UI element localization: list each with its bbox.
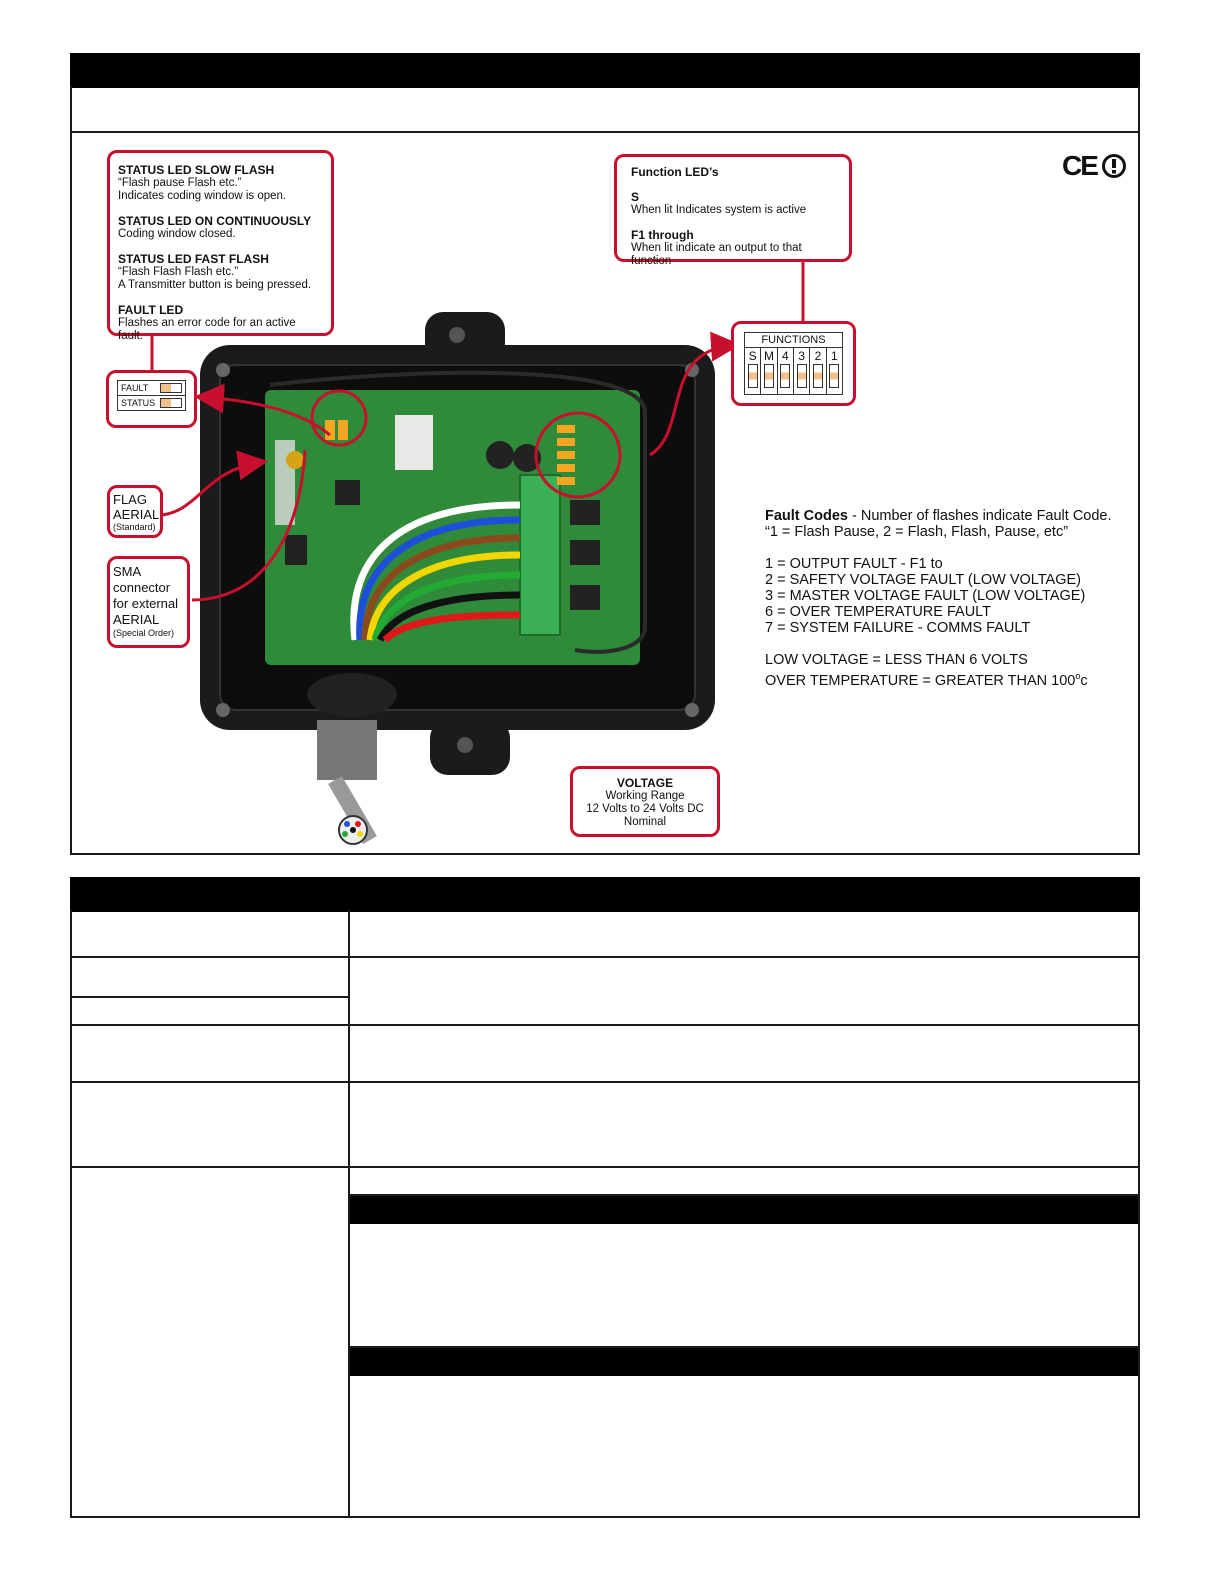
sma-line5: (Special Order) [113, 628, 175, 638]
fault-codes-block: Fault Codes - Number of flashes indicate… [765, 508, 1135, 689]
function-led-icon [780, 364, 791, 388]
sma-line2: connector [113, 580, 171, 595]
function-column-4: 4 [777, 348, 794, 395]
function-led-callout: Function LED’s S When lit Indicates syst… [614, 154, 852, 267]
slow-flash-title: STATUS LED SLOW FLASH [118, 163, 275, 177]
function-led-title: Function LED’s [631, 165, 719, 179]
fault-code-1: 1 = OUTPUT FAULT - F1 to [765, 556, 943, 572]
fault-led-line1: Flashes an error code for an active faul… [118, 317, 296, 342]
fault-codes-subtitle: “1 = Flash Pause, 2 = Flash, Flash, Paus… [765, 524, 1069, 540]
fault-code-6: 6 = OVER TEMPERATURE FAULT [765, 604, 992, 620]
f1-line: When lit indicate an output to that func… [631, 242, 802, 267]
function-led-icon [829, 364, 840, 388]
on-continuously-line1: Coding window closed. [118, 228, 236, 240]
table-cell-r6-sub1 [350, 1224, 1138, 1348]
legend-status-row: STATUS [117, 396, 186, 411]
function-column-1: 1 [826, 348, 843, 395]
controller-photo [200, 312, 715, 845]
low-voltage-note: LOW VOLTAGE = LESS THAN 6 VOLTS [765, 652, 1028, 668]
fault-code-3: 3 = MASTER VOLTAGE FAULT (LOW VOLTAGE) [765, 588, 1086, 604]
function-label: M [763, 349, 774, 363]
voltage-line2: 12 Volts to 24 Volts DC [586, 803, 704, 815]
s-title: S [631, 190, 640, 204]
sub-section-bar-2 [350, 1348, 1138, 1376]
slow-flash-line2: Indicates coding window is open. [118, 190, 287, 202]
function-label: 2 [814, 349, 822, 363]
table-cell-r5-value [350, 1083, 1138, 1168]
table-cell-r6-top [350, 1168, 1138, 1196]
slow-flash-line1: “Flash pause Flash etc.” [118, 177, 242, 189]
function-label: 4 [781, 349, 789, 363]
on-continuously-title: STATUS LED ON CONTINUOUSLY [118, 214, 312, 228]
table-cell-r4-value [350, 1026, 1138, 1083]
voltage-line3: Nominal [623, 816, 667, 828]
table-cell-r5-label [72, 1083, 350, 1168]
diagram-frame [70, 131, 1140, 855]
table-cell-r2-label [72, 958, 350, 998]
function-label: 3 [798, 349, 805, 363]
legend-fault-label: FAULT [121, 383, 149, 393]
fault-code-7: 7 = SYSTEM FAILURE - COMMS FAULT [765, 620, 1031, 636]
table-cell-r6-label [72, 1168, 350, 1518]
fast-flash-title: STATUS LED FAST FLASH [118, 252, 269, 266]
function-led-icon [796, 364, 807, 388]
status-led-callout: STATUS LED SLOW FLASH “Flash pause Flash… [107, 150, 334, 342]
sma-line4: AERIAL [113, 612, 160, 627]
fault-codes-title-rest: - Number of flashes indicate Fault Code. [847, 508, 1112, 524]
flag-aerial-line1: FLAG [113, 492, 147, 507]
legend-fault-row: FAULT [117, 380, 186, 396]
fault-led-title: FAULT LED [118, 303, 184, 317]
fault-codes-title-bold: Fault Codes [765, 508, 848, 524]
table-header-bar [70, 877, 1140, 912]
function-led-icon [747, 364, 758, 388]
flag-aerial-callout: FLAG AERIAL (Standard) [107, 485, 163, 538]
sma-line1: SMA [113, 564, 142, 579]
legend-status-label: STATUS [121, 398, 156, 408]
ce-mark: CE [1062, 150, 1127, 182]
over-temp-degree: o [1075, 671, 1081, 681]
fault-codes-title: Fault Codes - Number of flashes indicate… [765, 508, 1135, 524]
table-cell-r1-value [350, 910, 1138, 958]
function-label: 1 [830, 349, 838, 363]
s-line: When lit Indicates system is active [631, 204, 807, 216]
callout-connectors [150, 262, 805, 602]
fast-flash-line2: A Transmitter button is being pressed. [118, 279, 312, 291]
flag-aerial-line3: (Standard) [113, 522, 156, 532]
voltage-callout: VOLTAGE Working Range 12 Volts to 24 Vol… [570, 766, 720, 837]
header-bar [70, 53, 1140, 88]
function-column-2: 2 [810, 348, 827, 395]
spec-table [70, 910, 1140, 1518]
voltage-line1: Working Range [605, 790, 685, 802]
flag-aerial-line2: AERIAL [113, 507, 160, 522]
function-column-3: 3 [793, 348, 811, 395]
over-temp-note: OVER TEMPERATURE = GREATER THAN 100oc [765, 668, 1135, 689]
voltage-title: VOLTAGE [616, 776, 674, 790]
functions-title: FUNCTIONS [744, 332, 843, 348]
function-column-m: M [761, 348, 778, 395]
over-temp-note-b: c [1080, 672, 1088, 689]
sma-connector-callout: SMA connector for external AERIAL (Speci… [107, 556, 190, 648]
function-led-icon [812, 364, 823, 388]
table-cell-r4-label [72, 1026, 350, 1083]
function-column-s: S [745, 348, 762, 395]
fault-code-2: 2 = SAFETY VOLTAGE FAULT (LOW VOLTAGE) [765, 572, 1081, 588]
fast-flash-line1: “Flash Flash Flash etc.” [118, 266, 239, 278]
table-cell-r2-value [350, 958, 1138, 1026]
sub-section-bar-1 [350, 1196, 1138, 1224]
over-temp-note-a: OVER TEMPERATURE = GREATER THAN 100 [765, 672, 1076, 689]
sma-line3: for external [113, 596, 179, 611]
table-cell-r1-label [72, 910, 350, 958]
table-cell-r3-label [72, 998, 350, 1026]
f1-title: F1 through [631, 228, 694, 242]
legend-status-led-icon [160, 398, 182, 408]
function-led-icon [763, 364, 774, 388]
fault-status-legend: FAULT STATUS [106, 370, 197, 428]
function-label: S [748, 349, 757, 363]
alert-circle-icon [1101, 154, 1126, 178]
ce-mark-text: CE [1062, 150, 1099, 181]
legend-fault-led-icon [160, 383, 182, 393]
